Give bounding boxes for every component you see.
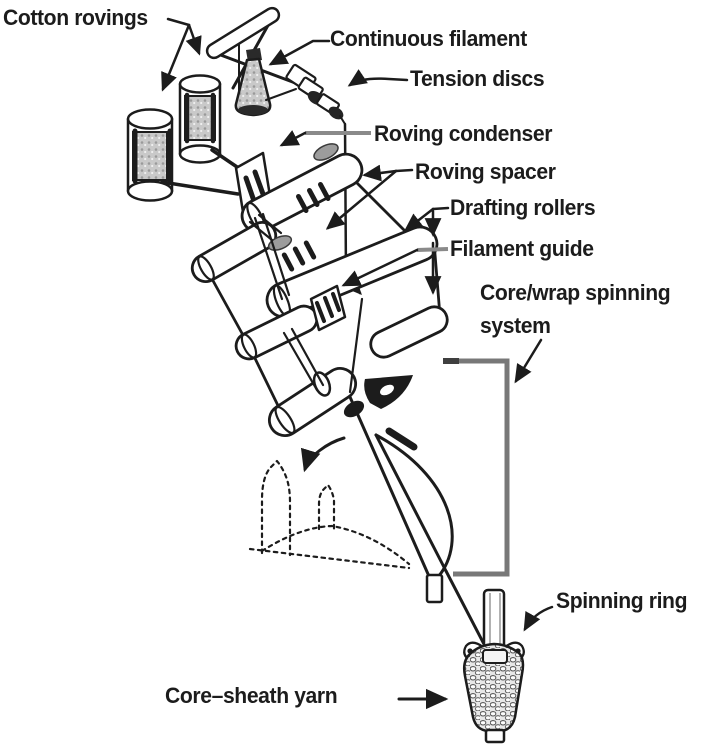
filament-guide-plate — [309, 284, 347, 332]
ghost-package-dashed — [248, 459, 411, 570]
label-filament-guide: Filament guide — [450, 236, 594, 261]
leader-filament-guide — [341, 247, 449, 287]
drafting-roller-pair-top — [190, 152, 364, 284]
label-continuous-filament: Continuous filament — [330, 26, 527, 51]
label-drafting-rollers: Drafting rollers — [450, 195, 596, 220]
label-roving-spacer: Roving spacer — [415, 159, 556, 184]
leader-roving-condenser — [279, 130, 371, 147]
leader-roving-spacer — [325, 164, 414, 230]
label-core-sheath-yarn: Core–sheath yarn — [165, 683, 338, 708]
roving-strand-lines — [248, 212, 364, 394]
cotton-roving-bobbin-right — [178, 74, 222, 164]
drafting-roller-pair-front — [267, 305, 449, 437]
leader-tension-discs — [347, 69, 409, 87]
leader-cotton-rovings — [161, 17, 202, 92]
leader-core-wrap-system — [514, 338, 543, 384]
label-core-wrap-system-line1: Core/wrap spinning — [480, 280, 671, 305]
core-sheath-yarn-package — [462, 642, 525, 733]
label-core-wrap-system-line2: system — [480, 313, 551, 338]
rotation-arrow — [300, 436, 346, 473]
spindle — [425, 573, 444, 604]
cotton-roving-bobbin-left — [126, 108, 174, 202]
yarn-balloon — [348, 395, 488, 650]
roving-spacer-marks-top — [296, 143, 339, 213]
label-tension-discs: Tension discs — [410, 66, 545, 91]
label-cotton-rovings: Cotton rovings — [3, 5, 148, 30]
continuous-filament-package — [234, 48, 272, 117]
spinning-ring-assembly — [462, 588, 525, 744]
label-spinning-ring: Spinning ring — [556, 588, 688, 613]
system-bracket — [443, 358, 510, 577]
leader-drafting-rollers — [403, 206, 450, 295]
tension-discs-assembly — [265, 63, 346, 125]
leader-spinning-ring — [523, 605, 554, 632]
leader-continuous-filament — [268, 39, 331, 66]
label-roving-condenser: Roving condenser — [374, 121, 553, 146]
